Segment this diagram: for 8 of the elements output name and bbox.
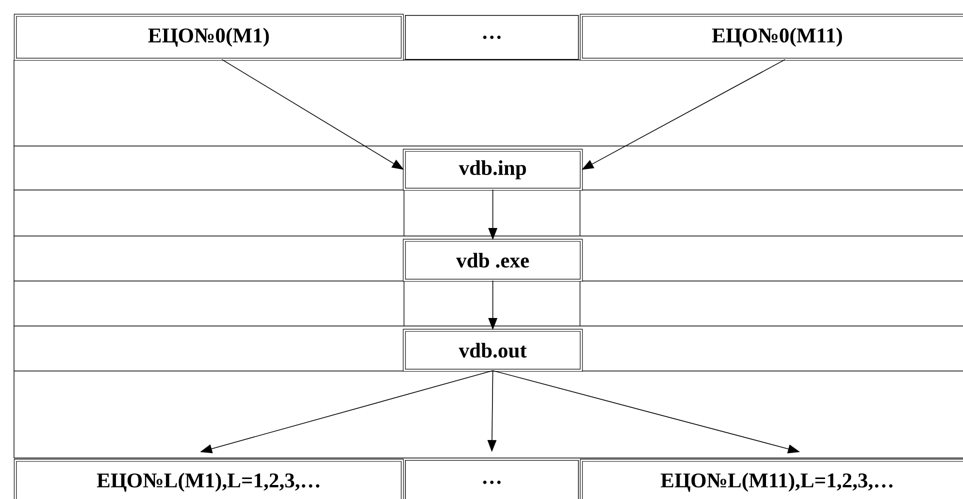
table-cell: … [405,15,579,60]
process-box: ЕЦО№L(М11),L=1,2,3,… [580,458,963,499]
process-box: ЕЦО№L(М1),L=1,2,3,… [14,458,404,499]
process-box: vdb.out [402,328,583,372]
process-box: vdb.inp [402,148,583,191]
table-cell: … [405,460,579,499]
process-box: vdb .exe [402,238,583,282]
process-box: ЕЦО№0(М11) [580,14,963,61]
